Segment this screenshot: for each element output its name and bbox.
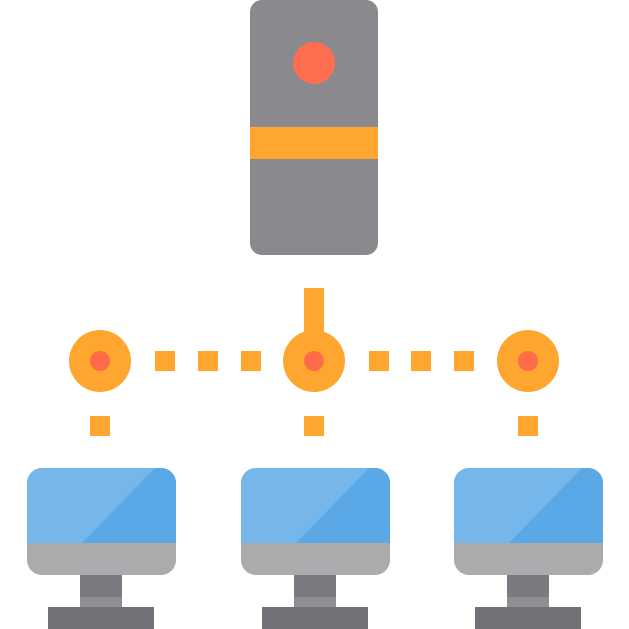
monitor-base [262, 607, 368, 629]
monitor-screen [454, 468, 603, 543]
network-node-icon [69, 330, 131, 436]
monitor-icon [27, 468, 176, 629]
network-node-icon [283, 330, 345, 436]
monitor-stand [294, 575, 336, 597]
connector-dash [304, 416, 324, 436]
monitor-base [48, 607, 154, 629]
monitor-icon [241, 468, 390, 629]
server-icon [250, 0, 378, 255]
network-node-icon [497, 330, 559, 436]
monitor-stand [80, 575, 122, 597]
connector-dash [90, 416, 110, 436]
connector-dash [518, 416, 538, 436]
network-connectors [155, 288, 474, 371]
monitor-base [475, 607, 581, 629]
monitor-screen [27, 468, 176, 543]
server-led [293, 42, 335, 84]
monitor-screen [241, 468, 390, 543]
monitor-icon [454, 468, 603, 629]
monitor-stand [507, 575, 549, 597]
